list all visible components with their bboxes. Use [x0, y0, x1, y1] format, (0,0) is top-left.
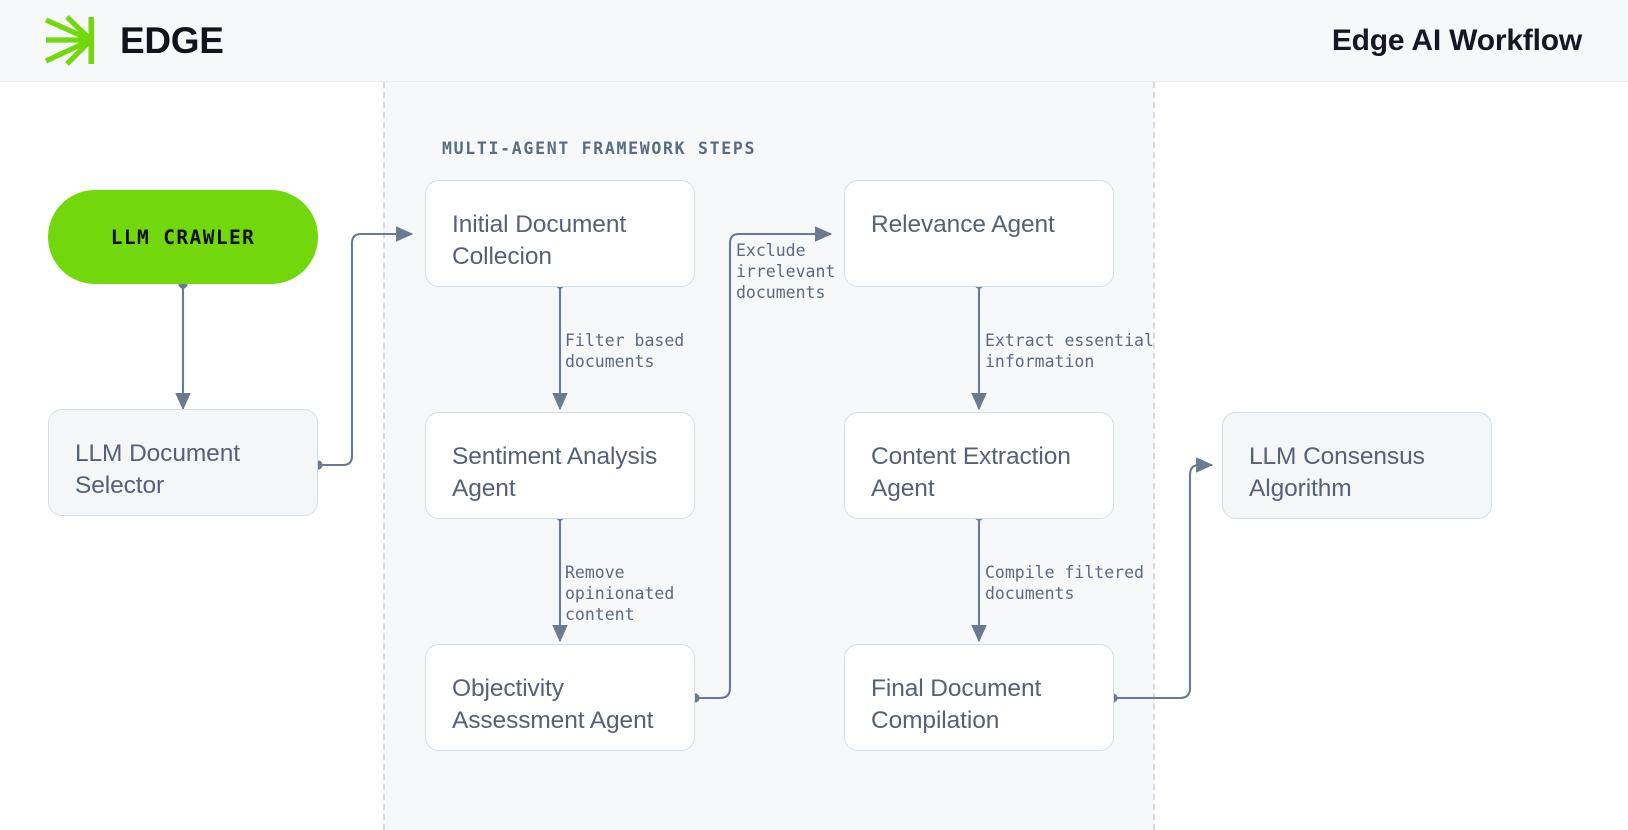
edge-label-compile-filtered-documents: Compile filtered documents: [985, 563, 1144, 603]
edge-label-filter-based-documents: Filter based documents: [565, 331, 685, 371]
node-initial-document-collecion[interactable]: Initial Document Collecion: [425, 180, 695, 287]
app-header: EDGE Edge AI Workflow: [0, 0, 1628, 82]
node-relevance-agent[interactable]: Relevance Agent: [844, 180, 1114, 287]
edge-objectivity-to-relevance: [695, 226, 833, 700]
node-sentiment-analysis-agent-label: Sentiment Analysis Agent: [452, 443, 658, 502]
edge-label-exclude-irrelevant-documents: Exclude irrelevant documents: [736, 241, 836, 302]
node-objectivity-assessment-agent[interactable]: Objectivity Assessment Agent: [425, 644, 695, 751]
node-llm-crawler[interactable]: LLM CRAWLER: [48, 190, 318, 284]
page-title: Edge AI Workflow: [1331, 23, 1582, 57]
node-final-document-compilation-label: Final Document Compilation: [871, 675, 1042, 734]
node-llm-crawler-label: LLM CRAWLER: [110, 225, 256, 249]
node-llm-document-selector[interactable]: LLM Document Selector: [48, 409, 318, 516]
edge-label-remove-opinionated-content: Remove opinionated content: [565, 563, 675, 624]
brand: EDGE: [44, 14, 224, 68]
brand-name: EDGE: [120, 20, 224, 61]
panel-label: MULTI-AGENT FRAMEWORK STEPS: [442, 139, 757, 158]
node-llm-document-selector-label: LLM Document Selector: [75, 440, 240, 499]
node-content-extraction-agent[interactable]: Content Extraction Agent: [844, 412, 1114, 519]
edge-final-to-consensus: [1113, 457, 1214, 700]
node-objectivity-assessment-agent-label: Objectivity Assessment Agent: [452, 675, 654, 734]
edge-label-extract-essential-information: Extract essential information: [985, 331, 1154, 371]
node-content-extraction-agent-label: Content Extraction Agent: [871, 443, 1071, 502]
edge-selector-to-initial: [318, 226, 414, 467]
node-sentiment-analysis-agent[interactable]: Sentiment Analysis Agent: [425, 412, 695, 519]
node-llm-consensus-algorithm-label: LLM Consensus Algorithm: [1249, 443, 1425, 502]
node-llm-consensus-algorithm[interactable]: LLM Consensus Algorithm: [1222, 412, 1492, 519]
edge-layer: [175, 226, 1214, 703]
node-relevance-agent-label: Relevance Agent: [871, 211, 1055, 238]
edge-rays-logo-icon: [44, 14, 95, 66]
node-final-document-compilation[interactable]: Final Document Compilation: [844, 644, 1114, 751]
node-initial-document-collecion-label: Initial Document Collecion: [452, 211, 627, 270]
diagram-canvas: MULTI-AGENT FRAMEWORK STEPS: [0, 82, 1628, 830]
